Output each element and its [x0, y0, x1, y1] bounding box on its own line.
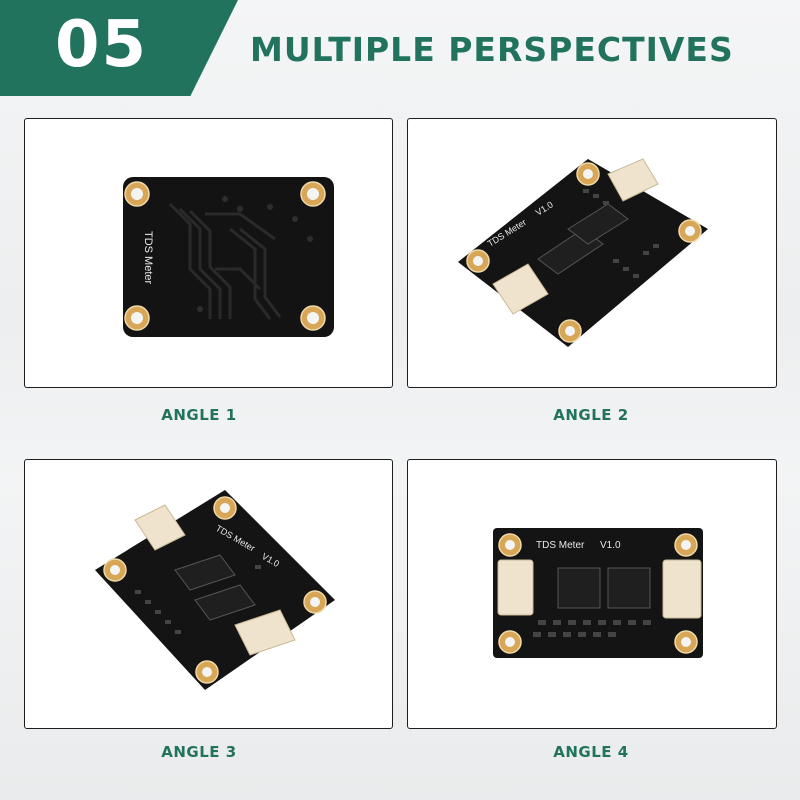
caption-angle-1: ANGLE 1 — [161, 406, 237, 424]
board-label-back: TDS Meter — [142, 231, 154, 285]
product-photo-angle-3: TDS Meter V1.0 — [24, 459, 393, 729]
section-number-badge: 05 — [0, 0, 238, 96]
pcb-angle-3-image: TDS Meter V1.0 — [95, 490, 335, 690]
caption-angle-4: ANGLE 4 — [553, 743, 629, 761]
pcb-angle-2-image: TDS Meter V1.0 — [458, 158, 708, 347]
board-label-angle-4: TDS Meter — [536, 540, 585, 551]
product-photo-angle-2: TDS Meter V1.0 — [407, 118, 777, 388]
caption-angle-2: ANGLE 2 — [553, 406, 629, 424]
caption-angle-3: ANGLE 3 — [161, 743, 237, 761]
pcb-back-image: TDS Meter — [123, 177, 334, 337]
page-title: MULTIPLE PERSPECTIVES — [250, 30, 734, 69]
section-number: 05 — [55, 8, 149, 82]
product-photo-angle-4: TDS Meter V1.0 — [407, 459, 777, 729]
board-version-angle-4: V1.0 — [600, 540, 621, 551]
product-photo-angle-1: TDS Meter — [24, 118, 393, 388]
pcb-angle-4-image: TDS Meter V1.0 — [493, 528, 703, 658]
